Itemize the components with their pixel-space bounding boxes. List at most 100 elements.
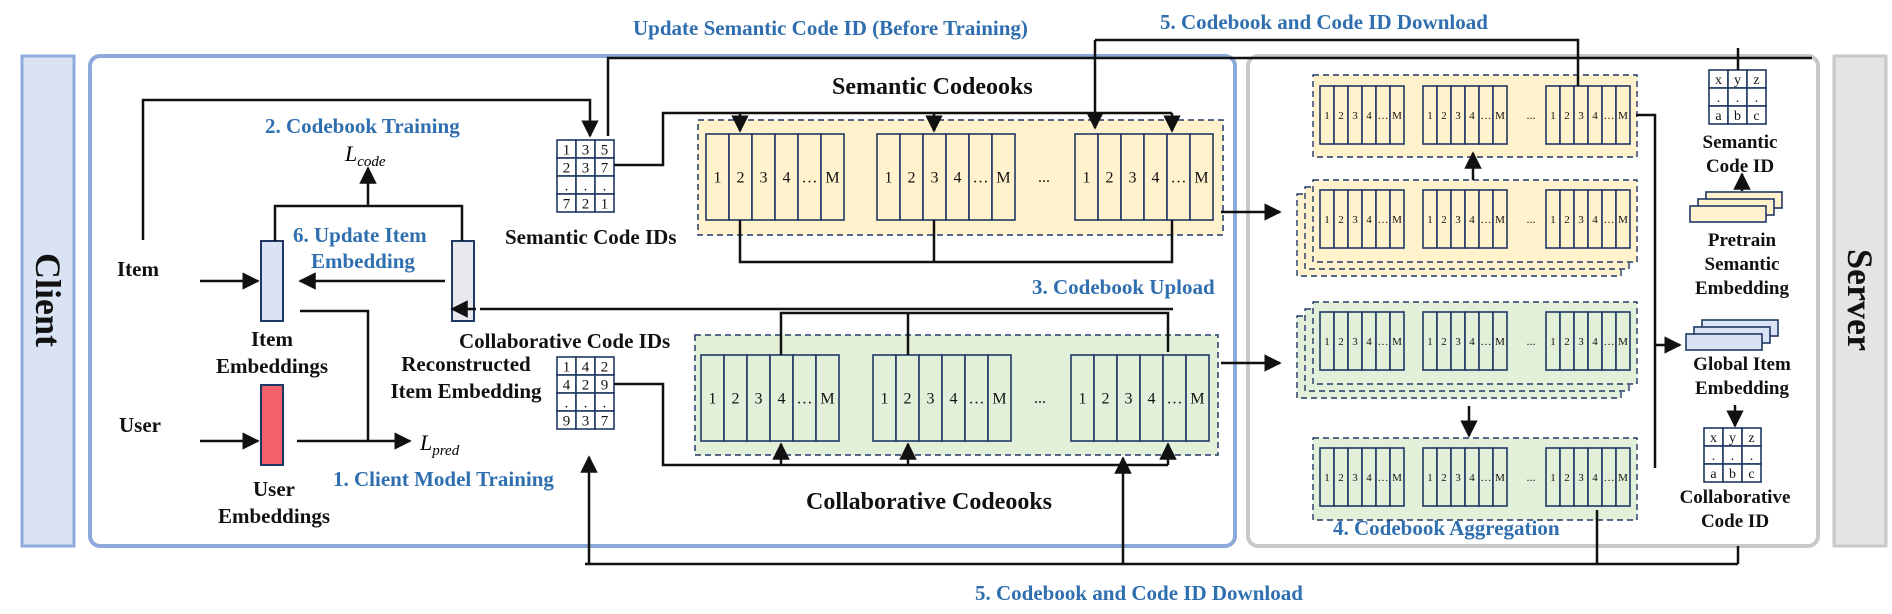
grid-cell-label: .: [565, 178, 569, 194]
codebook-ellipsis: ...: [1034, 390, 1046, 407]
recon-l2: Item Embedding: [390, 379, 542, 403]
codebook-cell-label: 4: [1592, 214, 1598, 226]
codebook-cell-label: 1: [1324, 110, 1330, 122]
codebook-cell-label: 4: [1366, 214, 1372, 226]
codebook-cell: [1492, 189, 1508, 249]
codebook-cell: [1615, 85, 1631, 145]
grid-cell-label: a: [1710, 467, 1717, 482]
grid-cell-label: .: [1750, 449, 1754, 464]
semantic-code-ids-label: Semantic Code IDs: [505, 225, 677, 249]
step-3: 3. Codebook Upload: [1032, 275, 1215, 299]
grid-cell: [594, 193, 615, 213]
codebook-cell-label: M: [1495, 110, 1505, 122]
step-6-line2: Embedding: [311, 249, 415, 273]
codebook-cell-label: 4: [1366, 472, 1372, 484]
codebook-cell-label: M: [820, 391, 834, 408]
codebook-cell-label: …: [973, 170, 989, 187]
grid-cell: [594, 410, 615, 430]
grid-cell-label: 2: [601, 359, 609, 375]
codebook-cell-label: 3: [1455, 336, 1461, 348]
codebook-cell-label: …: [1378, 214, 1389, 226]
codebook-cell-label: M: [1618, 214, 1628, 226]
grid-cell-label: 9: [601, 377, 609, 393]
codebook-cell-label: …: [1481, 336, 1492, 348]
codebook-cell-label: …: [1167, 391, 1183, 408]
codebook-cell: [1492, 447, 1508, 507]
codebook-cell-label: 1: [1079, 391, 1087, 408]
pretrain-embedding-layer: [1689, 205, 1767, 223]
codebook-cell-label: 3: [755, 391, 763, 408]
grid-cell-label: 3: [582, 413, 590, 429]
codebook-cell: [1615, 311, 1631, 371]
sem-code-id-l2: Code ID: [1706, 156, 1774, 177]
codebook-cell-label: 1: [1324, 214, 1330, 226]
codebook-cell-label: 4: [1592, 110, 1598, 122]
grid-cell-label: 4: [582, 359, 590, 375]
grid-cell-label: .: [1755, 91, 1759, 106]
codebook-cell-label: M: [1618, 472, 1628, 484]
codebook-cell: [1615, 447, 1631, 507]
codebook-cell-label: 2: [1338, 336, 1344, 348]
recon-l1: Reconstructed: [401, 352, 531, 376]
item-embedding-bar: [260, 240, 284, 322]
grid-cell-label: z: [1748, 431, 1754, 446]
server-bus: [1636, 113, 1657, 468]
codebook-cell-label: …: [802, 170, 818, 187]
grid-cell-label: 7: [601, 413, 609, 429]
grid-cell-label: .: [1712, 449, 1716, 464]
codebook-cell-label: 2: [1106, 170, 1114, 187]
server-label: Server: [1840, 249, 1880, 351]
step-2: 2. Codebook Training: [265, 114, 460, 138]
grid-cell-label: a: [1715, 109, 1722, 124]
grid-cell-label: b: [1729, 467, 1736, 482]
grid-cell-label: .: [584, 395, 588, 411]
codebook-cell: [987, 354, 1012, 442]
pretrain-l3: Embedding: [1695, 278, 1789, 299]
grid-cell-label: b: [1734, 109, 1741, 124]
client-sidebar: Client: [20, 54, 76, 548]
collaborative-codebooks-title: Collaborative Codeooks: [806, 489, 1052, 515]
grid-cell: [1741, 463, 1762, 483]
col-code-id-l2: Code ID: [1701, 511, 1769, 532]
step-update-semantic: Update Semantic Code ID (Before Training…: [633, 16, 1028, 40]
codebook-cell-label: …: [1171, 170, 1187, 187]
codebook-cell-label: 1: [885, 170, 893, 187]
codebook-cell-label: …: [1378, 110, 1389, 122]
codebook-cell-label: 3: [1352, 336, 1358, 348]
codebook-cell-label: 3: [927, 391, 935, 408]
codebook-cell-label: M: [1495, 214, 1505, 226]
codebook-cell-label: 2: [1564, 214, 1570, 226]
grid-cell: [1746, 105, 1767, 125]
codebook-ellipsis: ...: [1527, 212, 1536, 226]
codebook-cell: [1389, 189, 1405, 249]
grid-cell-label: x: [1710, 431, 1717, 446]
codebook-cell-label: 3: [760, 170, 768, 187]
codebook-cell-label: 2: [1564, 472, 1570, 484]
codebook-cell-label: …: [797, 391, 813, 408]
loss-pred: Lpred: [419, 430, 460, 459]
codebook-cell-label: 4: [1592, 472, 1598, 484]
grid-cell-label: 2: [582, 377, 590, 393]
codebook-cell-label: 4: [950, 391, 958, 408]
global-embedding-layer: [1685, 333, 1763, 351]
codebook-cell-label: 4: [1366, 110, 1372, 122]
codebook-cell-label: 4: [1148, 391, 1156, 408]
sem-code-id-l1: Semantic: [1703, 132, 1778, 153]
collaborative-code-ids-label: Collaborative Code IDs: [459, 329, 670, 353]
item-emb-l2: Embeddings: [216, 354, 328, 378]
codebook-cell-label: M: [1495, 336, 1505, 348]
grid-cell-label: 4: [563, 377, 571, 393]
server-sidebar: Server: [1832, 54, 1888, 548]
codebook-cell-label: 2: [1441, 110, 1447, 122]
grid-cell-label: 2: [563, 160, 571, 176]
